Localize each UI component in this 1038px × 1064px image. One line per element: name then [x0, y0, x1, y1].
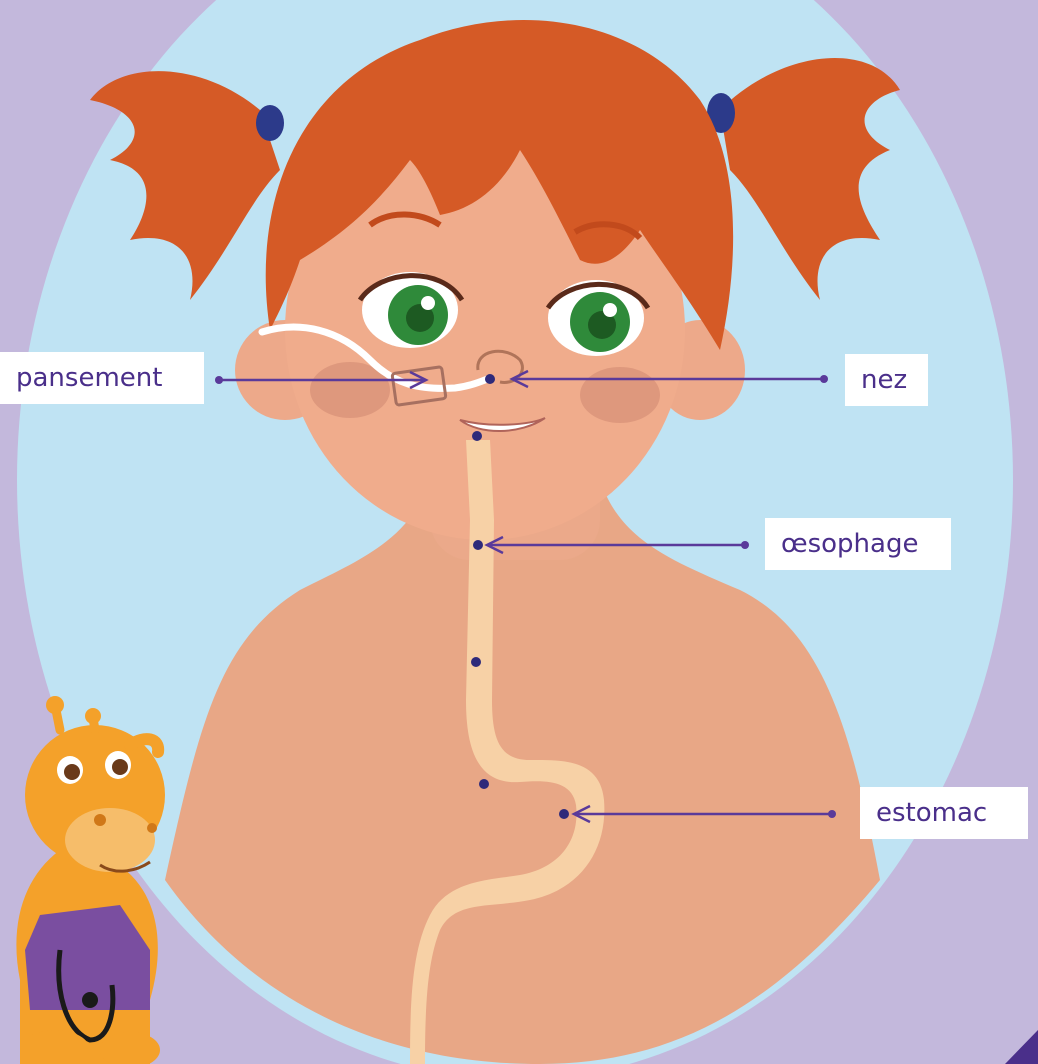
marker-mouth	[472, 431, 482, 441]
label-nez: nez	[845, 354, 928, 406]
arrow-oesophage-start	[741, 541, 749, 549]
label-estomac: estomac	[860, 787, 1028, 839]
corner-accent	[1005, 1030, 1038, 1064]
left-hair-tie	[256, 105, 284, 141]
right-eye-highlight	[603, 303, 617, 317]
left-eye-highlight	[421, 296, 435, 310]
marker-estomac	[559, 809, 569, 819]
label-pansement: pansement	[0, 352, 204, 404]
arrow-nez-start	[820, 375, 828, 383]
arrow-estomac-start	[828, 810, 836, 818]
label-oesophage: œsophage	[765, 518, 951, 570]
marker-nez	[485, 374, 495, 384]
marker-oesophage	[473, 540, 483, 550]
right-cheek	[580, 367, 660, 423]
giraffe-mascot	[16, 696, 165, 1064]
arrow-pansement-start	[215, 376, 223, 384]
marker-stomach-entry	[479, 779, 489, 789]
marker-oesophage-lower	[471, 657, 481, 667]
